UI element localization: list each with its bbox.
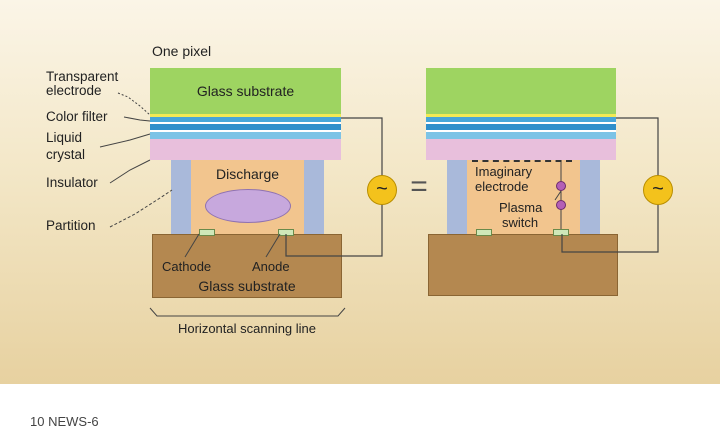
liquid-crystal-label-1: Liquid xyxy=(46,130,83,145)
liquid-crystal-right xyxy=(426,139,616,160)
imaginary-electrode-label-2: electrode xyxy=(475,179,529,194)
transparent-electrode-label-2: electrode xyxy=(46,83,102,98)
liquid-crystal-label-2: crystal xyxy=(46,147,86,162)
glass-substrate-bottom-right xyxy=(428,234,618,296)
cathode-label: Cathode xyxy=(162,259,212,274)
light-blue-stripe-right xyxy=(426,132,616,139)
light-blue-stripe-left xyxy=(150,132,341,139)
ac-source-right-symbol: ~ xyxy=(652,178,664,200)
ac-source-right xyxy=(643,175,673,205)
partition-left-a xyxy=(171,160,191,234)
liquid-crystal-left xyxy=(150,139,341,160)
plasma-switch-label-2: switch xyxy=(502,215,539,230)
color-filter-right xyxy=(426,117,616,122)
color-filter-label: Color filter xyxy=(46,109,108,124)
glass-substrate-bottom-label: Glass substrate xyxy=(198,278,296,294)
ac-source-left xyxy=(367,175,397,205)
white-stripe-left-2 xyxy=(150,130,341,132)
blue-stripe-right xyxy=(426,124,616,130)
equals-sign: = xyxy=(410,170,428,203)
discharge-ellipse xyxy=(205,189,291,223)
transparent-electrode-label-1: Transparent xyxy=(46,69,119,84)
discharge-label: Discharge xyxy=(215,166,280,182)
transparent-electrode-right xyxy=(426,114,616,117)
transparent-electrode-left xyxy=(150,114,341,117)
page-footer: 10 NEWS-6 xyxy=(30,414,99,429)
white-stripe-right-2 xyxy=(426,130,616,132)
glass-substrate-top-left xyxy=(150,68,341,114)
anode-electrode-right xyxy=(553,229,569,236)
partition-right-b xyxy=(580,160,600,234)
cathode-electrode-right xyxy=(476,229,492,236)
blue-stripe-left xyxy=(150,124,341,130)
horizontal-scanning-line-label: Horizontal scanning line xyxy=(177,321,317,336)
glass-substrate-bottom-left xyxy=(152,234,342,298)
plasma-switch-label-1: Plasma xyxy=(499,200,543,215)
white-stripe-right xyxy=(426,122,616,124)
color-filter-left xyxy=(150,117,341,122)
connection-lines xyxy=(99,92,659,317)
one-pixel-label: One pixel xyxy=(152,43,212,59)
white-stripe-left xyxy=(150,122,341,124)
glass-substrate-top-right xyxy=(426,68,616,114)
diagram-panel: One pixel Glass substrate Discharge Cath… xyxy=(0,0,720,384)
partition-label: Partition xyxy=(46,218,96,233)
anode-label: Anode xyxy=(252,259,290,274)
imaginary-electrode-dashed xyxy=(472,160,572,162)
partition-left-b xyxy=(304,160,324,234)
cathode-electrode xyxy=(199,229,215,236)
glass-substrate-top-left-label: Glass substrate xyxy=(196,83,295,99)
partition-right-a xyxy=(447,160,467,234)
ac-source-left-symbol: ~ xyxy=(376,178,388,200)
imaginary-electrode-label-1: Imaginary xyxy=(475,164,533,179)
insulator-label: Insulator xyxy=(46,175,98,190)
